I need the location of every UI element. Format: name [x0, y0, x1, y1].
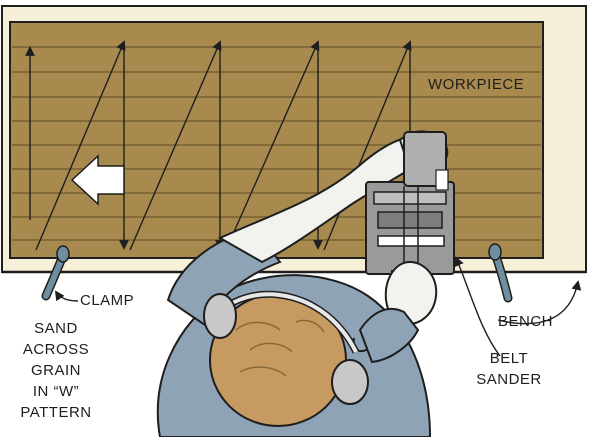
- bench-label: BENCH: [498, 311, 553, 332]
- clamp-label: CLAMP: [80, 290, 134, 311]
- ear-cup-left: [204, 294, 236, 338]
- belt-sander-label: BELT SANDER: [474, 348, 544, 390]
- ear-cup-right: [332, 360, 368, 404]
- instruction-label: SAND ACROSS GRAIN IN “W” PATTERN: [14, 318, 98, 423]
- workpiece-label: WORKPIECE: [428, 74, 524, 95]
